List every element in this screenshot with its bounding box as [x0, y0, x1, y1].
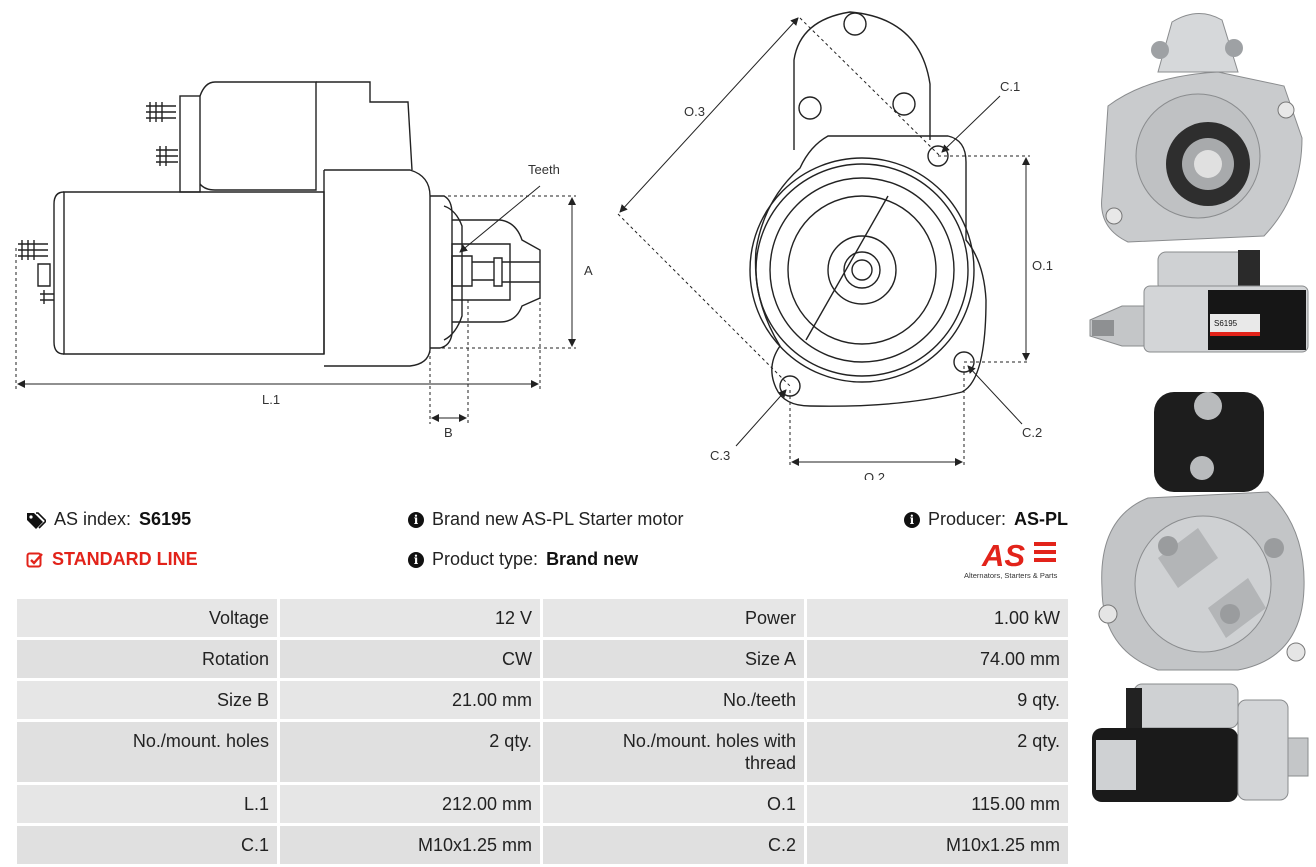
product-photo-front [1101, 13, 1303, 243]
spec-name: O.1 [540, 782, 807, 826]
specs-table: Voltage 12 V Power 1.00 kW Rotation CW S… [14, 596, 1071, 867]
as-index-value: S6195 [139, 509, 192, 529]
spec-value: 212.00 mm [277, 782, 543, 826]
dim-a-label: A [584, 263, 593, 278]
producer-logo: AS Alternators, Starters & Parts [964, 538, 1068, 582]
product-photo-side-top: S6195 [1089, 250, 1309, 353]
spec-value: 12 V [277, 596, 543, 640]
spec-name: Voltage [14, 596, 280, 640]
spec-name: Power [540, 596, 807, 640]
as-logo-mark: AS [981, 538, 1056, 570]
table-row: C.1 M10x1.25 mm C.2 M10x1.25 mm [14, 823, 1071, 867]
photo-label-code: S6195 [1214, 319, 1238, 328]
producer-label: Producer: [927, 509, 1006, 529]
front-view-dimensions [617, 17, 1030, 466]
spec-value: CW [277, 637, 543, 681]
spec-name: Size B [14, 678, 280, 722]
side-view [18, 81, 541, 367]
dim-o3-label: O.3 [684, 104, 705, 119]
teeth-label: Teeth [528, 162, 560, 177]
dim-c2-label: C.2 [1022, 425, 1042, 440]
dim-c1-label: C.1 [1000, 79, 1020, 94]
technical-drawing: Teeth A B L.1 O.3 [15, 11, 1053, 480]
product-photo-side-bottom [1092, 683, 1309, 802]
spec-name: No./mount. holes [14, 719, 280, 785]
spec-value: 2 qty. [277, 719, 543, 785]
logo-tagline: Alternators, Starters & Parts [964, 571, 1058, 580]
product-type-label: Product type: [432, 549, 539, 569]
spec-value: 1.00 kW [804, 596, 1071, 640]
dim-o2-label: O.2 [864, 470, 885, 480]
spec-value: M10x1.25 mm [804, 823, 1071, 867]
standard-line-row: STANDARD LINE [26, 549, 198, 570]
spec-name: No./mount. holes with thread [540, 719, 807, 785]
spec-name: Rotation [14, 637, 280, 681]
dim-l1-label: L.1 [262, 392, 280, 407]
as-index-label: AS index: [54, 509, 132, 529]
spec-value: 9 qty. [804, 678, 1071, 722]
description-text: Brand new AS-PL Starter motor [432, 509, 684, 529]
front-view [749, 11, 987, 407]
spec-value: 74.00 mm [804, 637, 1071, 681]
spec-value: M10x1.25 mm [277, 823, 543, 867]
info-icon: i [903, 511, 920, 528]
table-row: L.1 212.00 mm O.1 115.00 mm [14, 782, 1071, 826]
producer-value: AS-PL [1014, 509, 1068, 529]
spec-value: 21.00 mm [277, 678, 543, 722]
product-type-row: i Product type: Brand new [408, 549, 638, 570]
table-row: Size B 21.00 mm No./teeth 9 qty. [14, 678, 1071, 722]
table-row: Rotation CW Size A 74.00 mm [14, 637, 1071, 681]
dim-b-label: B [444, 425, 453, 440]
dim-c3-label: C.3 [710, 448, 730, 463]
info-icon: i [408, 511, 424, 528]
as-index-row: AS index: S6195 [26, 509, 191, 530]
product-photo-rear [1098, 392, 1306, 671]
spec-name: C.1 [14, 823, 280, 867]
table-row: No./mount. holes 2 qty. No./mount. holes… [14, 719, 1071, 785]
standard-line-label: STANDARD LINE [52, 549, 198, 569]
spec-name: C.2 [540, 823, 807, 867]
spec-name: No./teeth [540, 678, 807, 722]
side-view-dimensions [15, 185, 576, 424]
info-icon: i [408, 551, 424, 568]
producer-row: i Producer: AS-PL [903, 509, 1068, 530]
spec-value: 2 qty. [804, 719, 1071, 785]
table-row: Voltage 12 V Power 1.00 kW [14, 596, 1071, 640]
spec-name: Size A [540, 637, 807, 681]
dim-o1-label: O.1 [1032, 258, 1053, 273]
product-type-value: Brand new [546, 549, 639, 569]
as-logo-text: AS [981, 538, 1025, 570]
checkbox-icon [26, 552, 43, 567]
spec-name: L.1 [14, 782, 280, 826]
spec-value: 115.00 mm [804, 782, 1071, 826]
description-row: i Brand new AS-PL Starter motor [408, 509, 683, 530]
tags-icon [27, 511, 46, 529]
